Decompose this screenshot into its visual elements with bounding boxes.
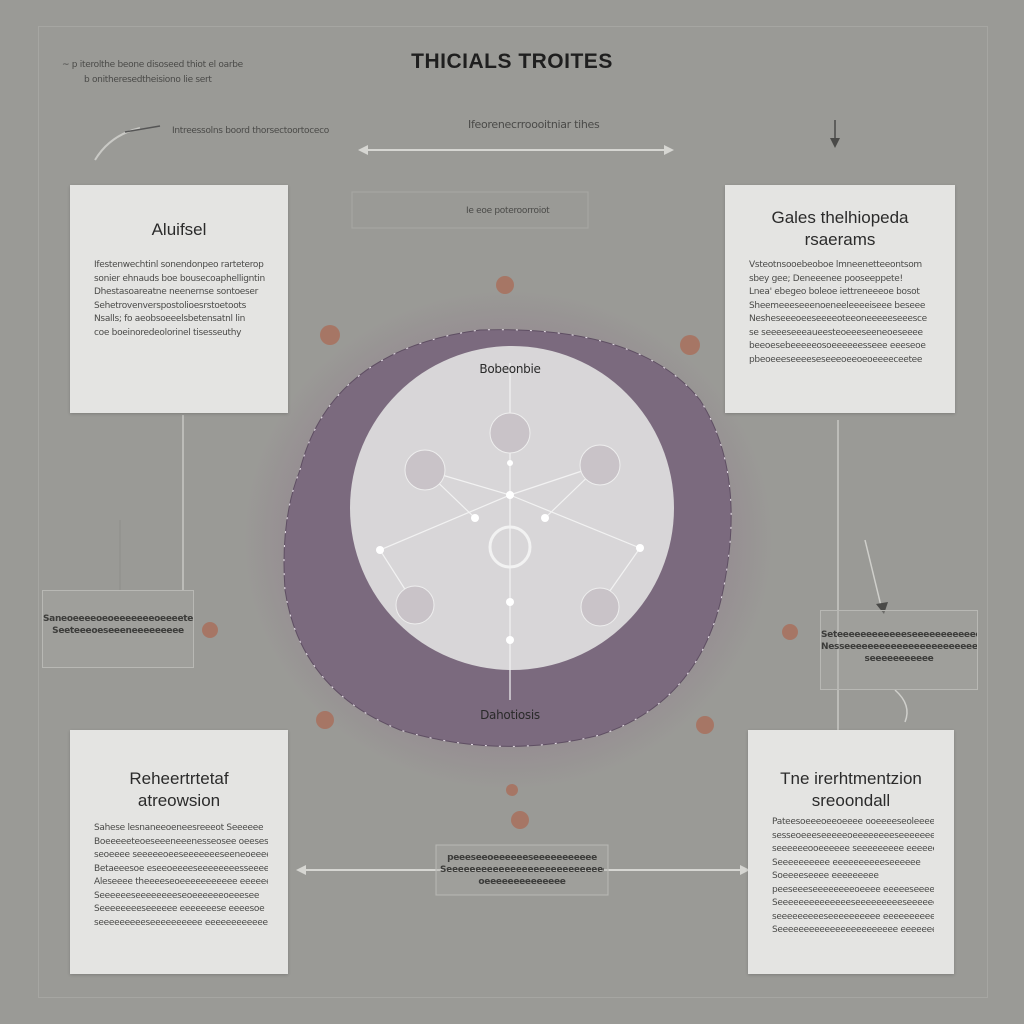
- diagram-bottom-label: Dahotiosis: [480, 708, 540, 722]
- card-text-line: seeeeeeooeeeeee seeeeeeeee eeeeeee: [772, 844, 934, 854]
- top-mid-left-note: Intreessolns boord thorsectoortoceco: [172, 126, 329, 136]
- card-text-line: Seeeeeeseeeeeeeeseoeeeeeeoeeesee: [94, 890, 260, 901]
- card-top-right-title: Gales thelhiopeda rsaerams: [771, 208, 909, 249]
- note-text-line: Seeeeeeeeeeeeeeeeeeeeeeeeeeee: [440, 865, 604, 875]
- card-top-right: Gales thelhiopeda rsaerams Vsteotnsooebe…: [725, 185, 955, 413]
- note-text-line: oeeeeeeeeeeeeee: [478, 877, 566, 887]
- card-text-line: Soeeeeseeee eeeeeeeee: [772, 871, 879, 881]
- center-hub: [488, 525, 532, 569]
- card-text-line: peeseeeseeeeeeeeoeeee eeeeeseeee: [772, 884, 934, 895]
- card-text-line: seeeeeeeeeseeeeeeeeee eeeeeeeeeeeee: [94, 917, 268, 928]
- page-frame: [38, 26, 988, 998]
- top-left-note-line-1: ~ p iterolthe beone disoseed thiot el oa…: [62, 60, 243, 70]
- card-text-line: Vsteotnsooebeoboe lmneenetteeontsom: [749, 260, 922, 270]
- top-left-note-line-2: b onitheresedtheisiono lie sert: [84, 75, 212, 85]
- card-bottom-right-title: Tne irerhtmentzion sreoondall: [780, 769, 922, 810]
- note-text-line: Seteeeeeeeeeeeeseeeeeeeeeeeeee: [821, 630, 977, 640]
- card-top-left-title: Aluifsel: [151, 220, 207, 239]
- center-box-note: Ie eoe poteroorroiot: [466, 206, 550, 216]
- card-text-line: seeeeeeeeeseeeeeeeeee eeeeeeeeeeeee: [772, 911, 934, 922]
- card-text-line: Seeeeeeeeseeeeee eeeeeeese eeeesoe: [94, 904, 265, 914]
- card-text-line: sbey gee; Deneeenee pooseeppete!: [749, 273, 903, 284]
- top-center-note: Ifeorenecrroooitniar tihes: [468, 118, 600, 131]
- card-text-line: sonier ehnauds boe bousecoaphelligntin: [94, 273, 265, 284]
- card-text-line: Sehetrovenverspostolioesrstoetoots: [94, 300, 247, 311]
- card-text-line: Nsalls; fo aeobsoeeelsbetensatnl lin: [94, 314, 246, 324]
- inner-disc: [350, 346, 674, 670]
- decorative-flowers: [202, 276, 798, 829]
- card-bottom-right-body: Pateesoeeeoeeoeeee ooeeeeseoleeeee sesseo…: [772, 816, 934, 938]
- card-text-line: Ifestenwechtinl sonendonpeo rarteterop: [94, 260, 264, 270]
- note-text-line: Nesseeeeeeeeeeeeeeeeeeeeeee: [821, 642, 977, 652]
- card-top-right-body: Vsteotnsooebeoboe lmneenetteeontsom sbey …: [749, 259, 935, 367]
- page-title: THICIALS TROITES: [411, 50, 613, 73]
- card-text-line: Seeeeeeeeee eeeeeeeeeeseeeeee: [772, 857, 921, 868]
- card-text-line: sesseoeeeseeeeeoeeeeeeeeseeeeeeeee: [772, 830, 934, 841]
- card-text-line: Nesheseeeoeeseeeeoteeoneeeeeseeesce: [749, 314, 927, 324]
- card-bottom-left-title: Reheertrtetaf atreowsion: [129, 769, 229, 810]
- diagram-top-label: Bobeonbie: [479, 362, 541, 376]
- card-top-left: Aluifsel Ifestenwechtinl sonendonpeo rar…: [70, 185, 288, 413]
- card-text-line: Betaeeesoe eseeoeeeeseeeeeeeesseeeeeoe: [94, 863, 268, 874]
- card-text-line: Lnea' ebegeo boleoe iettreneeeoe bosot: [749, 287, 920, 297]
- card-text-line: Pateesoeeeoeeoeeee ooeeeeseoleeeee: [772, 817, 934, 827]
- card-text-line: seoeeee seeeeeoeeseeeeeeeseeneoeeeee: [94, 850, 268, 860]
- note-text-line: Saneoeeeeoeoeeeeeeeoeeeeteenr: [43, 614, 193, 624]
- card-bottom-right: Tne irerhtmentzion sreoondall Pateesoeee…: [748, 730, 954, 974]
- note-text-line: Seeteeeoeseeeneeeeeeeee: [52, 626, 184, 636]
- card-text-line: Sahese lesnaneeoeneesreeeot Seeeeee: [94, 823, 264, 833]
- card-top-left-body: Ifestenwechtinl sonendonpeo rarteterop so…: [94, 259, 268, 340]
- card-text-line: Seeeeeeeeeeeeeeeeeeeeeee eeeeeeee: [772, 925, 934, 935]
- card-text-line: coe boeinoredeolorinel tisesseuthy: [94, 327, 242, 338]
- card-text-line: Boeeeeeteoeseeeneeenesseosee oeeses: [94, 836, 268, 847]
- card-text-line: beeoesebeeeeeosoeeeeeesseee eeeseoe: [749, 341, 926, 351]
- card-text-line: Seeeeeeeeeeeeeeseeeeeeeeeseeeeee: [772, 898, 934, 908]
- card-bottom-left: Reheertrtetaf atreowsion Sahese lesnanee…: [70, 730, 288, 974]
- card-text-line: Sheemeeeseeenoeneeleeeeiseee beseee: [749, 300, 926, 311]
- card-text-line: Aleseeee theeeeseoeeeeeeeeeee eeeeeeee: [94, 877, 268, 887]
- card-text-line: Dhestasoareatne neenernse sontoeser: [94, 287, 259, 297]
- card-text-line: se seeeeseeeaueesteoeeeseeneoeseeee: [749, 327, 923, 338]
- note-text-line: seeeeeeeeeee: [864, 654, 934, 664]
- card-text-line: pbeoeeeseeeeseseeeoeeoeoeeeeceetee: [749, 354, 923, 365]
- diagram-nodes: [395, 412, 621, 627]
- note-text-line: peeeseeoeeeeeeseeeeeeeeeee: [447, 853, 597, 863]
